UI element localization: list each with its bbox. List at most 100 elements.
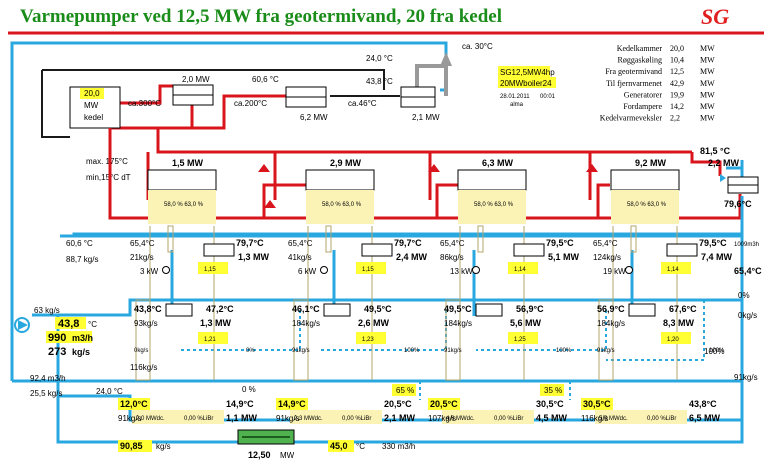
info-line-2: 20MWboiler24 bbox=[500, 79, 552, 88]
evaporator-mw-dc: 4,6 MWdc. bbox=[446, 416, 475, 422]
evaporator-libr: 0,00 %LiBr bbox=[494, 416, 523, 422]
info-user: alma bbox=[510, 102, 524, 108]
temp-438: 43,8 °C bbox=[366, 77, 393, 86]
left-temp-606: 60,6 °C bbox=[66, 239, 93, 248]
geo-temp-unit: °C bbox=[356, 442, 365, 451]
summary-unit: MW bbox=[700, 44, 715, 53]
condenser-flow: 184kg/s bbox=[292, 319, 320, 328]
boiler-kedel bbox=[69, 86, 121, 129]
main-flow-rate: 1009m3h bbox=[734, 242, 759, 248]
summary-unit: MW bbox=[700, 67, 715, 76]
generator-inlet-temp: 65,4°C bbox=[288, 239, 313, 248]
pump-power: 13 kW bbox=[450, 267, 473, 276]
pump-power: 19 kW bbox=[603, 267, 626, 276]
left-flow-255: 25,5 kg/s bbox=[30, 389, 62, 398]
return-temp: 65,4°C bbox=[734, 266, 762, 276]
right-pct-100: 100% bbox=[704, 347, 724, 356]
info-line-1: SG12,5MW4hp bbox=[500, 68, 555, 77]
condenser-inlet-temp: 49,5°C bbox=[444, 304, 472, 314]
bypass-flow: 0kg/s bbox=[738, 311, 757, 320]
generator-inlet-temp: 65,4°C bbox=[440, 239, 465, 248]
left-side: 60,6 °C 88,7 kg/s 63 kg/s 43,8 °C 990 m3… bbox=[14, 239, 123, 398]
evaporator-flow: 91kg/s bbox=[276, 414, 300, 423]
summary-value: 12,5 bbox=[670, 67, 684, 76]
generator-mw: 9,2 MW bbox=[635, 158, 667, 168]
summary-value: 20,0 bbox=[670, 44, 684, 53]
flue-temp-46: ca.46°C bbox=[348, 99, 377, 108]
summary-unit: MW bbox=[700, 102, 715, 111]
absorber-outlet-temp: 79,7°C bbox=[236, 238, 264, 248]
evaporator-flow: 91kg/s bbox=[118, 414, 142, 423]
evaporator-outlet-temp: 14,9°C bbox=[226, 399, 254, 409]
generator-concentration: 58,0 % 63,0 % bbox=[164, 202, 204, 208]
geo-mw-value: 12,50 bbox=[248, 450, 271, 460]
evaporator-mw: 1,1 MW bbox=[226, 413, 258, 423]
valve-pct-0: 0 % bbox=[242, 385, 256, 394]
absorber-outlet-temp: 79,5°C bbox=[546, 238, 574, 248]
pump-flow-value: 990 bbox=[48, 332, 66, 344]
generator-concentration: 58,0 % 63,0 % bbox=[322, 202, 362, 208]
condenser-mw: 2,6 MW bbox=[358, 318, 390, 328]
condenser-mw: 5,6 MW bbox=[510, 318, 542, 328]
evaporator-outlet-temp: 43,8°C bbox=[689, 399, 717, 409]
generator-shell bbox=[148, 190, 216, 224]
left-flow-887: 88,7 kg/s bbox=[66, 255, 98, 264]
bypass-flow: 91kg/s bbox=[597, 348, 615, 354]
bottom-flow-116: 116kg/s bbox=[130, 363, 157, 372]
generator bbox=[147, 169, 217, 191]
pump-temp-value: 43,8 bbox=[58, 318, 79, 330]
evaporator-outlet-temp: 30,5°C bbox=[536, 399, 564, 409]
evaporator-inlet-temp: 12,0°C bbox=[120, 399, 148, 409]
generator bbox=[305, 169, 375, 191]
generator bbox=[610, 169, 680, 191]
summary-value: 42,9 bbox=[670, 79, 684, 88]
condenser-flow: 93kg/s bbox=[134, 319, 158, 328]
generator-concentration: 58,0 % 63,0 % bbox=[627, 202, 667, 208]
condenser-cop: 1,25 bbox=[514, 337, 526, 343]
absorber-mw: 1,3 MW bbox=[238, 252, 270, 262]
condenser bbox=[475, 303, 503, 317]
boiler-mw-highlight bbox=[80, 88, 104, 99]
bypass-pct: 100% bbox=[709, 348, 725, 354]
summary-value: 2,2 bbox=[670, 114, 680, 123]
bypass-pct: 100% bbox=[556, 348, 572, 354]
generator-inlet-temp: 65,4°C bbox=[130, 239, 155, 248]
evaporator-mw-dc: 2,0 MWdc. bbox=[136, 416, 165, 422]
bypass-flow: 91kg/s bbox=[444, 348, 462, 354]
geo-temp-value: 45,0 bbox=[330, 441, 348, 451]
exchanger-3-mw: 2,1 MW bbox=[412, 113, 440, 122]
diagram-title: Varmepumper ved 12,5 MW fra geotermivand… bbox=[20, 6, 502, 27]
max-temp-note: max. 175°C bbox=[86, 157, 128, 166]
condenser-outlet-temp: 56,9°C bbox=[516, 304, 544, 314]
generator-flow: 124kg/s bbox=[593, 253, 621, 262]
evaporator-mw: 6,5 MW bbox=[689, 413, 721, 423]
geo-mw-unit: MW bbox=[280, 451, 295, 460]
condenser bbox=[628, 303, 656, 317]
evaporator bbox=[595, 410, 687, 424]
evaporator-mw-dc: 2,3 MWdc. bbox=[294, 416, 323, 422]
left-temp-240: 24,0 °C bbox=[96, 387, 123, 396]
condenser-flow: 184kg/s bbox=[444, 319, 472, 328]
exhaust-arrow-icon bbox=[440, 52, 452, 66]
evaporator-libr: 0,00 %LiBr bbox=[647, 416, 676, 422]
absorber-cop: 1,14 bbox=[514, 267, 526, 273]
boiler-hx-mw: 2,2 MW bbox=[708, 158, 740, 168]
boiler-heat-exchanger: 81,5 °C 2,2 MW 79,6°C 1009m3h 65,4°C 0% … bbox=[700, 146, 762, 382]
absorber bbox=[513, 243, 545, 257]
generator-mw: 2,9 MW bbox=[330, 158, 362, 168]
absorber-mw: 2,4 MW bbox=[396, 252, 428, 262]
condenser-cop: 1,20 bbox=[667, 337, 679, 343]
generator-flow: 21kg/s bbox=[130, 253, 154, 262]
info-time: 00:01 bbox=[540, 94, 556, 100]
evaporator-mw-dc: 5,0 MWdc. bbox=[599, 416, 628, 422]
generator-flow: 41kg/s bbox=[288, 253, 312, 262]
geo-flow-unit: kg/s bbox=[156, 442, 171, 451]
evaporator-flow: 107kg/s bbox=[428, 414, 456, 423]
evaporator bbox=[132, 410, 224, 424]
